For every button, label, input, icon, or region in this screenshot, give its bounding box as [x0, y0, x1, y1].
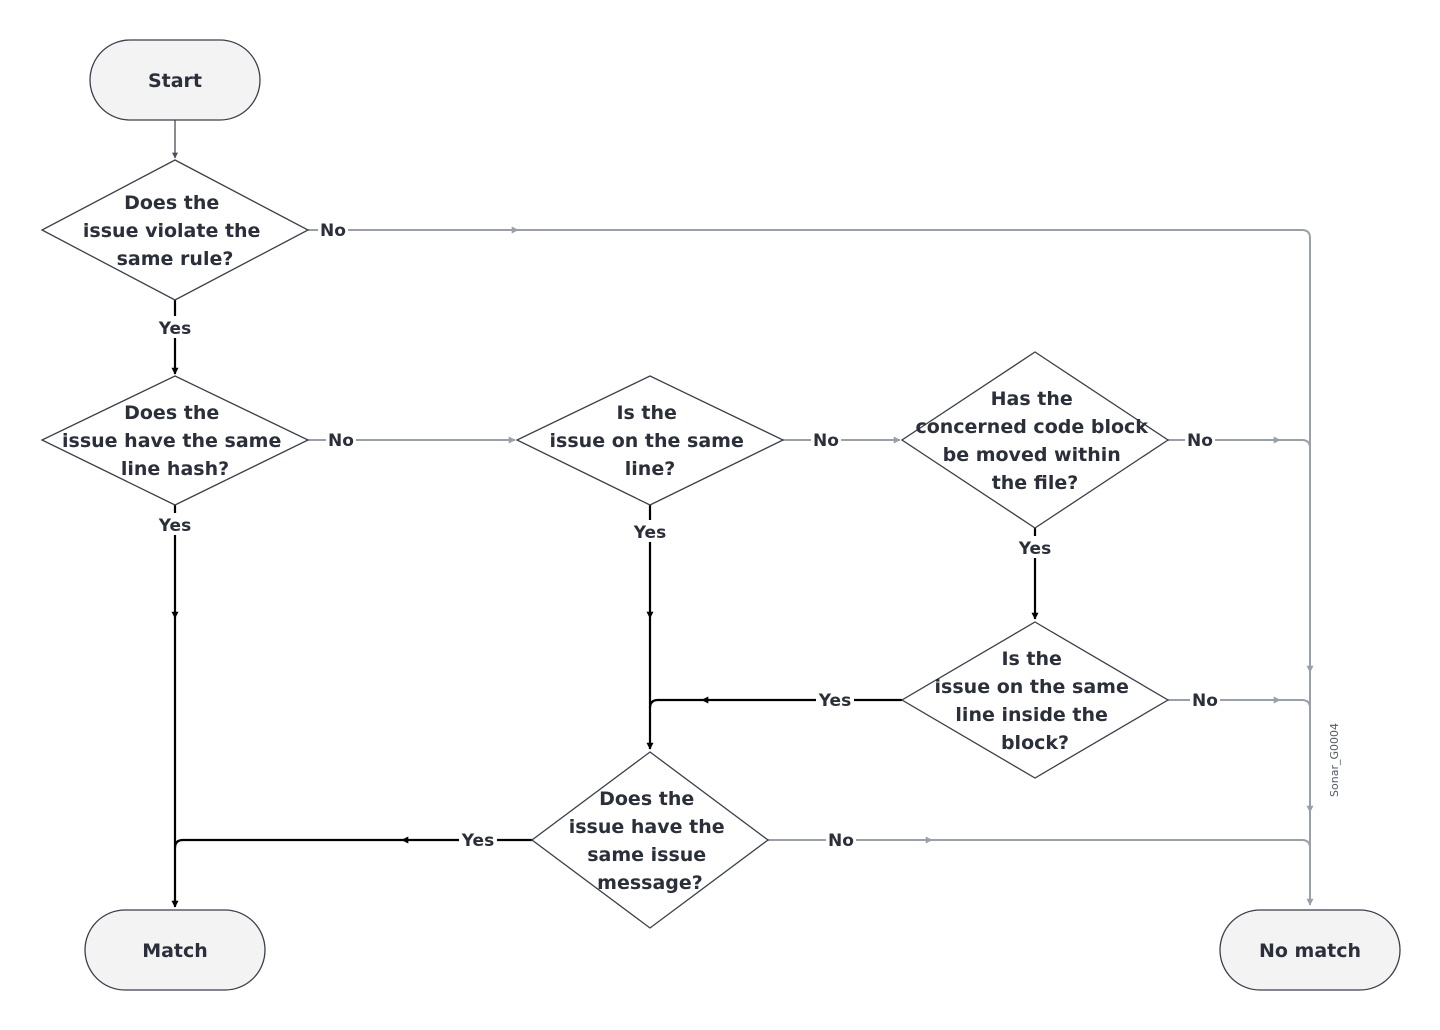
- start-label: Start: [148, 70, 202, 92]
- decision-line-hash-line-3: line hash?: [121, 458, 229, 480]
- decision-line-hash: [40, 375, 310, 506]
- decision-same-message-text: Does the issue have the same issue messa…: [569, 788, 732, 894]
- decision-same-rule-line-1: Does the: [124, 192, 219, 214]
- decision-same-rule-text: Does the issue violate the same rule?: [83, 192, 267, 270]
- label-hash-no: No: [326, 429, 356, 451]
- label-moved-yes: Yes: [1016, 536, 1054, 559]
- decision-line-hash-line-2: issue have the same: [62, 430, 281, 452]
- decision-same-line-line-1: Is the: [616, 402, 677, 424]
- decision-same-line: [515, 375, 785, 506]
- decision-block-moved: [900, 351, 1170, 529]
- label-line-yes: Yes: [631, 520, 669, 543]
- edge-block-no-join: [1280, 699, 1311, 709]
- edge-moved-no-join: [1280, 439, 1311, 449]
- label-moved-no: No: [1185, 429, 1215, 451]
- decision-block-moved-line-3: be moved within: [943, 444, 1121, 466]
- decision-line-in-block-line-2: issue on the same: [935, 676, 1129, 698]
- decision-same-rule-line-2: issue violate the: [83, 220, 261, 242]
- svg-text:Yes: Yes: [633, 523, 666, 543]
- decision-same-message-line-2: issue have the: [569, 816, 725, 838]
- svg-text:No: No: [828, 831, 854, 851]
- match-node: [84, 909, 266, 991]
- decision-block-moved-line-2: concerned code block: [915, 416, 1148, 438]
- decision-line-in-block-line-4: block?: [1001, 732, 1069, 754]
- no-match-label: No match: [1259, 940, 1361, 962]
- match-label: Match: [142, 940, 208, 962]
- label-block-no: No: [1190, 689, 1220, 711]
- watermark: Sonar_G0004: [1328, 723, 1341, 797]
- no-match-node: [1219, 909, 1401, 991]
- label-rule-yes: Yes: [156, 316, 194, 339]
- svg-text:No: No: [1187, 431, 1213, 451]
- decision-same-line-line-2: issue on the same: [550, 430, 744, 452]
- decision-block-moved-line-4: the file?: [992, 472, 1079, 494]
- svg-text:Yes: Yes: [1018, 539, 1051, 559]
- svg-text:No: No: [328, 431, 354, 451]
- decision-line-in-block: [900, 621, 1170, 779]
- edge-rule-no-trunk: [518, 229, 1314, 906]
- decision-same-line-line-3: line?: [625, 458, 675, 480]
- decision-line-in-block-line-1: Is the: [1001, 648, 1062, 670]
- start-node: [89, 39, 261, 121]
- label-message-no: No: [826, 829, 856, 851]
- decision-same-message-line-3: same issue: [587, 844, 706, 866]
- svg-text:Yes: Yes: [158, 516, 191, 536]
- decision-line-in-block-text: Is the issue on the same line inside the…: [935, 648, 1136, 754]
- decision-line-in-block-line-3: line inside the: [955, 704, 1108, 726]
- label-line-no: No: [811, 429, 841, 451]
- svg-text:Yes: Yes: [818, 691, 851, 711]
- svg-text:No: No: [813, 431, 839, 451]
- decision-block-moved-line-1: Has the: [991, 388, 1073, 410]
- edge-message-yes-join: [173, 838, 402, 849]
- edge-message-no-join: [932, 839, 1311, 849]
- decision-block-moved-text: Has the concerned code block be moved wi…: [915, 388, 1154, 494]
- label-message-yes: Yes: [459, 829, 497, 851]
- decision-same-message: [530, 751, 770, 929]
- decision-same-message-line-4: message?: [597, 872, 703, 894]
- svg-text:Yes: Yes: [461, 831, 494, 851]
- label-block-yes: Yes: [816, 689, 854, 711]
- decision-line-hash-line-1: Does the: [124, 402, 219, 424]
- label-rule-no: No: [318, 219, 348, 241]
- edge-block-yes-join: [648, 698, 702, 709]
- svg-text:Yes: Yes: [158, 319, 191, 339]
- decision-same-rule-line-3: same rule?: [117, 248, 234, 270]
- svg-text:No: No: [1192, 691, 1218, 711]
- decision-same-message-line-1: Does the: [599, 788, 694, 810]
- decision-same-line-text: Is the issue on the same line?: [550, 402, 751, 480]
- svg-text:No: No: [320, 221, 346, 241]
- decision-line-hash-text: Does the issue have the same line hash?: [62, 402, 288, 480]
- decision-same-rule: [40, 159, 310, 301]
- label-hash-yes: Yes: [156, 513, 194, 536]
